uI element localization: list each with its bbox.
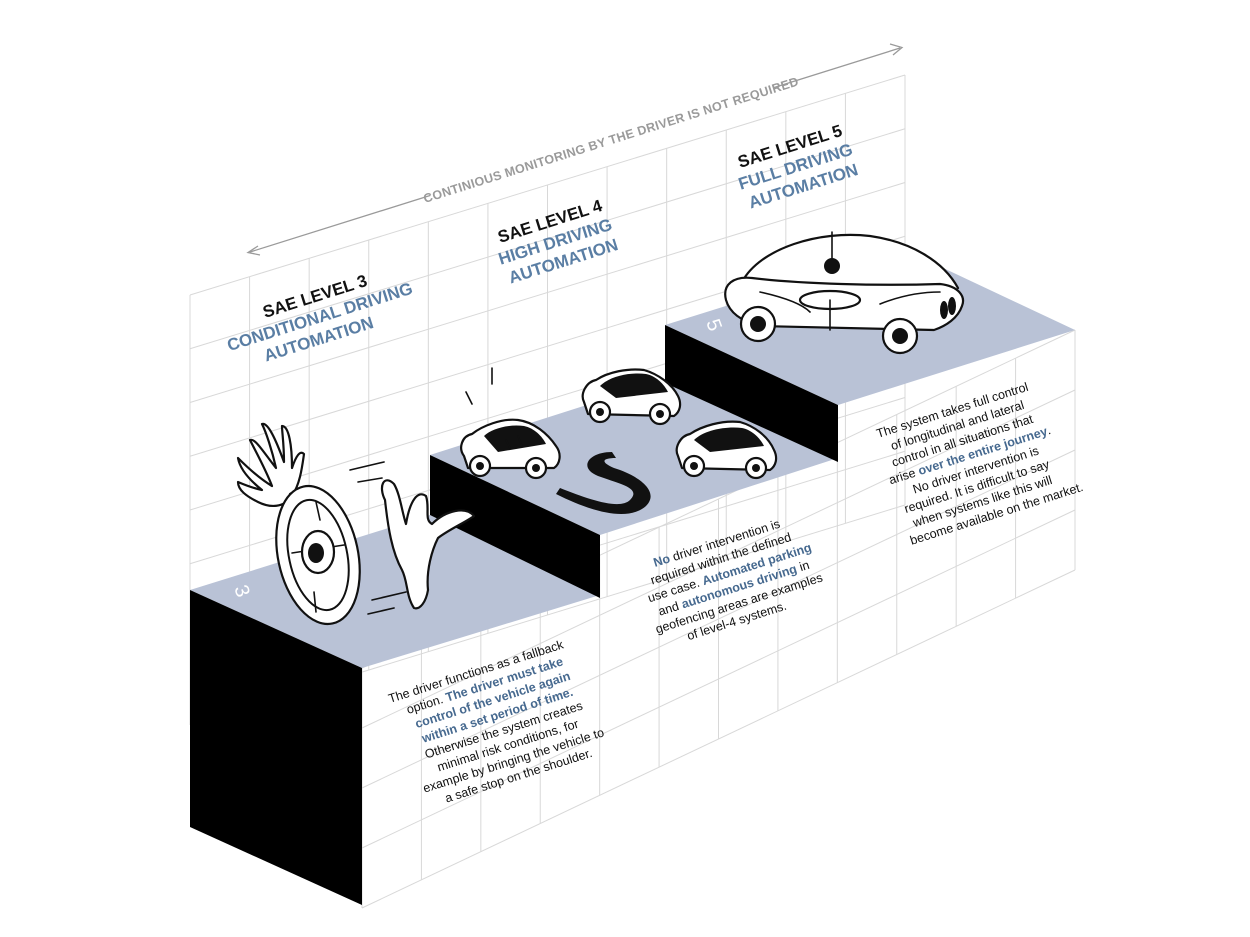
level-5-heading: SAE LEVEL 5 FULL DRIVING AUTOMATION	[735, 121, 860, 212]
level-5-description: The system takes full control of longitu…	[875, 380, 1085, 548]
level-3-heading: SAE LEVEL 3 CONDITIONAL DRIVING AUTOMATI…	[225, 271, 415, 365]
step-5-front	[665, 325, 838, 462]
car-right-icon	[675, 420, 778, 480]
car-back-icon	[581, 368, 682, 426]
level-4-description: No driver intervention is required withi…	[646, 517, 824, 643]
s-curve-road-icon	[556, 452, 651, 515]
level-4-heading: SAE LEVEL 4 HIGH DRIVING AUTOMATION	[495, 196, 620, 288]
grid-line	[361, 389, 1076, 729]
step-4-front	[430, 455, 600, 598]
step-3-front	[190, 590, 362, 905]
step-level-4	[430, 380, 838, 598]
driverless-pod-car-icon	[724, 231, 965, 355]
step-4-top	[430, 380, 838, 535]
step-3-top	[190, 515, 600, 668]
step-level-3: 3	[190, 515, 600, 905]
grid-line	[189, 182, 906, 403]
grid-line	[189, 74, 906, 296]
hands-off-steering-wheel-icon	[236, 422, 476, 626]
grid-line	[189, 128, 906, 350]
grid-line	[361, 509, 1076, 849]
grid-line	[361, 569, 1076, 909]
car-left-icon	[460, 418, 561, 480]
grid-line	[361, 449, 1076, 789]
autonomous-cars-icon	[460, 367, 778, 515]
